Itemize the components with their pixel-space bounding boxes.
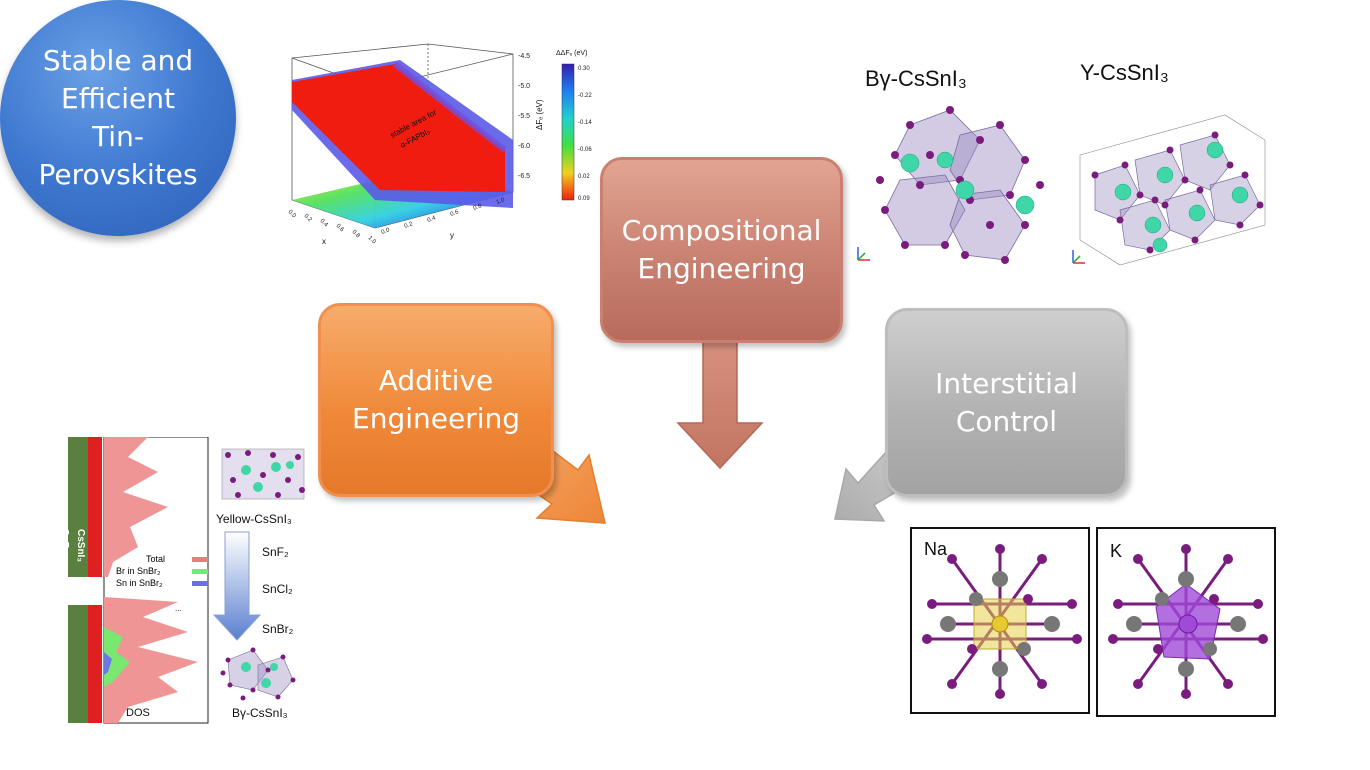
x-tick: 0.4 [319,218,330,229]
interstitial-line2: Control [955,404,1058,438]
colorbar-tick: -0.22 [578,93,592,99]
y-axis-label: y [450,231,454,240]
legend-swatch [192,580,208,586]
structure-label-y: Y-CsSnI₃ [1080,60,1169,85]
center-line4: Perovskites [38,158,198,191]
legend-item: Sn in SnBr₂ [116,577,208,589]
bgamma-cssni3-structure [857,106,1044,264]
band-label-cssni3: CsSnI₃ [75,529,86,562]
compositional-line1: Compositional [621,214,822,247]
structure-label-bgamma: Bγ-CsSnI₃ [865,66,967,91]
k-label: K [1110,541,1123,561]
na-dopant-panel: Na [910,527,1090,714]
k-dopant-panel: K [1096,527,1276,717]
x-tick: 0.2 [303,213,314,224]
legend-label: Total [146,554,166,564]
bgamma-cssni3-bottom-label: Bγ-CsSnI₃ [232,706,288,720]
na-structure [922,544,1082,699]
center-line3: Tin- [92,120,144,153]
z-tick: -4.5 [518,53,530,60]
dos-dots: ... [175,604,182,613]
z-tick: -6.5 [518,173,530,180]
additive-sncl2: SnCl₂ [262,582,293,596]
k-structure [1108,544,1268,699]
colorbar [561,63,575,201]
y-cssni3-structure [1072,114,1266,266]
y-tick: 0.8 [473,203,484,212]
additive-snf2: SnF₂ [262,545,289,559]
dos-graphic [68,436,209,724]
surface-plot: stable area for α-FAPbI₃ -4.5 -5.0 -5.5 … [280,40,610,270]
y-tick: 0.2 [404,221,415,230]
yellow-cssni3-structure [221,448,305,500]
z-axis-label: ΔFₑ (eV) [535,99,544,130]
colorbar-title: ΔΔFₑ (eV) [556,50,587,57]
z-tick: -5.5 [518,113,530,120]
stable-efficient-tin-perovskites-circle: Stable and Efficient Tin- Perovskites [0,0,236,236]
y-tick: 0.6 [450,209,461,218]
compositional-line2: Engineering [637,252,806,285]
additive-engineering-box: Additive Engineering [318,303,554,497]
na-label: Na [924,539,948,559]
compositional-engineering-box: Compositional Engineering [600,157,843,343]
legend-swatch [192,556,208,562]
x-tick: 0.8 [351,229,362,240]
x-tick: 0.0 [287,209,298,220]
bgamma-cssni3-small-structure [220,647,296,701]
x-axis-label: x [322,237,326,246]
legend-label: Br in SnBr₂ [116,566,161,576]
y-tick: 0.4 [427,215,438,224]
additive-snbr2: SnBr₂ [262,622,294,636]
colorbar-tick: 0.02 [578,174,590,180]
dos-legend: Total Br in SnBr₂ Sn in SnBr₂ [116,553,208,589]
additive-line1: Additive [378,364,494,397]
z-tick: -5.0 [518,83,530,90]
dos-panel: CsSnI₃ SnBr₂ Total Br in SnBr₂ Sn in SnB… [59,436,210,725]
interstitial-line1: Interstitial [935,366,1078,400]
yellow-cssni3-label: Yellow-CsSnI₃ [216,512,292,526]
colorbar-tick: 0.30 [578,66,590,72]
center-line1: Stable and [42,44,194,77]
dos-xlabel: DOS [126,707,150,719]
colorbar-tick: 0.09 [578,196,590,202]
legend-swatch [192,568,208,574]
y-tick: 1.0 [496,197,507,206]
y-tick: 0.0 [381,227,392,236]
x-tick: 0.6 [335,223,346,234]
additive-line2: Engineering [352,402,520,435]
x-tick: 1.0 [367,235,378,246]
legend-item: Total [116,553,208,565]
surface-plot-graphic: stable area for α-FAPbI₃ -4.5 -5.0 -5.5 … [287,43,592,246]
transformation-arrow [212,531,262,641]
colorbar-tick: -0.06 [578,147,592,153]
legend-item: Br in SnBr₂ [116,565,208,577]
interstitial-control-box: Interstitial Control [885,308,1128,497]
band-label-snbr2: SnBr₂ [59,529,70,558]
center-line2: Efficient [61,82,175,115]
compositional-arrow [676,334,764,470]
legend-label: Sn in SnBr₂ [116,578,163,588]
z-tick: -6.0 [518,143,530,150]
colorbar-tick: -0.14 [578,120,592,126]
